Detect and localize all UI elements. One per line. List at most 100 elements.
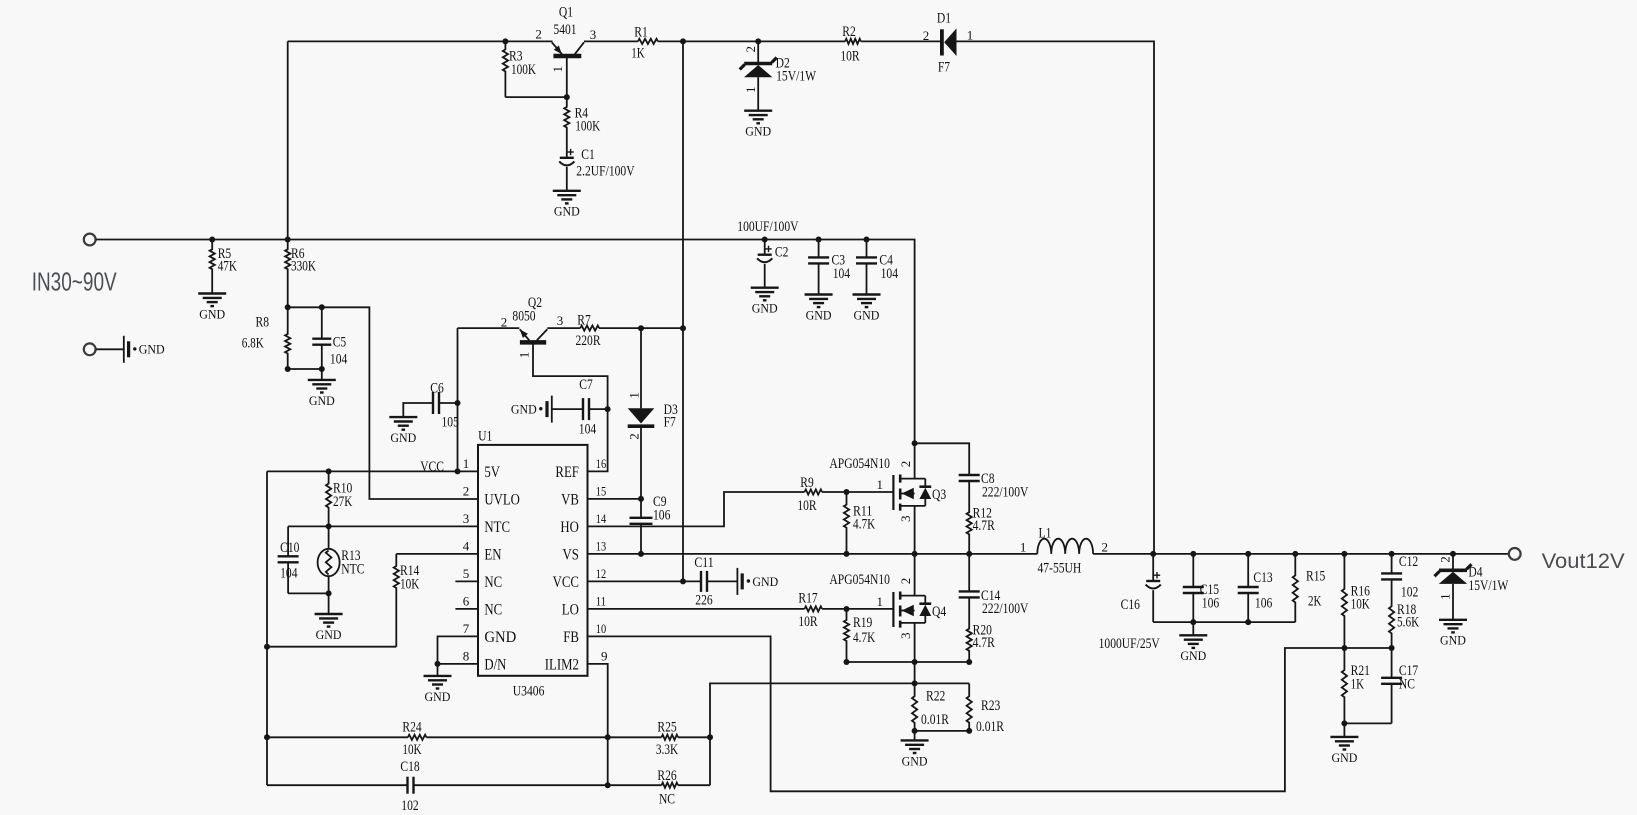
svg-text:2: 2	[1438, 556, 1453, 563]
svg-text:11: 11	[596, 593, 606, 608]
svg-text:GND: GND	[199, 306, 225, 321]
svg-text:GND: GND	[745, 124, 771, 139]
svg-text:3: 3	[557, 313, 564, 328]
svg-text:Q2: Q2	[528, 295, 542, 311]
svg-text:C7: C7	[579, 377, 593, 393]
svg-text:10R: 10R	[840, 48, 860, 64]
svg-text:47K: 47K	[218, 259, 238, 275]
svg-text:R7: R7	[577, 312, 591, 328]
svg-text:100K: 100K	[575, 119, 601, 135]
svg-text:FB: FB	[563, 629, 579, 646]
svg-text:5: 5	[463, 566, 470, 581]
svg-text:6.8K: 6.8K	[242, 336, 265, 352]
svg-text:0.01R: 0.01R	[921, 712, 949, 728]
svg-text:226: 226	[695, 593, 712, 609]
svg-text:R3: R3	[509, 48, 523, 64]
svg-text:1: 1	[1020, 540, 1027, 555]
svg-text:C11: C11	[694, 555, 713, 571]
svg-text:NC: NC	[484, 574, 502, 591]
svg-text:C14: C14	[981, 588, 1001, 604]
svg-text:2.2UF/100V: 2.2UF/100V	[576, 164, 635, 180]
svg-text:GND: GND	[902, 753, 928, 768]
svg-text:105: 105	[442, 414, 459, 430]
svg-text:2: 2	[627, 433, 642, 440]
svg-text:10: 10	[596, 621, 606, 636]
svg-text:8050: 8050	[512, 308, 535, 324]
svg-text:8: 8	[463, 648, 470, 663]
svg-text:VS: VS	[563, 546, 579, 563]
svg-text:3.3K: 3.3K	[656, 742, 679, 758]
svg-text:10K: 10K	[1351, 596, 1371, 612]
svg-text:1: 1	[877, 594, 884, 609]
svg-text:C13: C13	[1253, 570, 1272, 586]
svg-text:APG054N10: APG054N10	[829, 572, 890, 588]
svg-text:GND: GND	[854, 307, 880, 322]
svg-text:3: 3	[898, 516, 913, 523]
svg-text:4.7R: 4.7R	[973, 635, 995, 651]
svg-text:2: 2	[898, 578, 913, 585]
svg-text:1: 1	[743, 86, 758, 93]
svg-text:GND: GND	[752, 301, 778, 316]
svg-text:5.6K: 5.6K	[1397, 615, 1420, 631]
svg-text:R20: R20	[973, 622, 992, 638]
svg-text:GND: GND	[316, 627, 342, 642]
svg-text:27K: 27K	[333, 494, 353, 510]
svg-text:5401: 5401	[553, 22, 576, 38]
svg-text:10K: 10K	[400, 577, 420, 593]
svg-text:1: 1	[463, 456, 470, 471]
svg-text:GND: GND	[484, 629, 516, 646]
svg-text:REF: REF	[555, 464, 579, 481]
svg-text:12: 12	[596, 566, 606, 581]
svg-text:NC: NC	[659, 791, 675, 807]
svg-text:106: 106	[1255, 595, 1272, 611]
svg-text:104: 104	[833, 266, 851, 282]
svg-text:4.7R: 4.7R	[973, 518, 995, 534]
svg-text:R6: R6	[291, 246, 305, 262]
svg-text:R18: R18	[1397, 602, 1416, 618]
svg-text:APG054N10: APG054N10	[829, 456, 890, 472]
svg-text:3: 3	[463, 511, 470, 526]
svg-text:L1: L1	[1039, 525, 1052, 541]
svg-text:2: 2	[463, 483, 470, 498]
svg-text:47-55UH: 47-55UH	[1038, 560, 1082, 576]
svg-text:C2: C2	[775, 245, 789, 261]
svg-text:NC: NC	[484, 601, 502, 618]
svg-text:5V: 5V	[484, 464, 500, 481]
svg-text:C4: C4	[879, 253, 893, 269]
svg-text:1: 1	[516, 352, 531, 359]
svg-text:R22: R22	[926, 689, 945, 705]
svg-text:UVLO: UVLO	[484, 491, 520, 508]
svg-text:VB: VB	[561, 491, 579, 508]
svg-text:D4: D4	[1468, 564, 1483, 580]
svg-text:14: 14	[596, 511, 607, 526]
svg-text:1: 1	[550, 66, 565, 73]
svg-text:2: 2	[1102, 540, 1109, 555]
svg-text:100UF/100V: 100UF/100V	[737, 219, 799, 235]
svg-text:C5: C5	[333, 334, 347, 350]
svg-text:C12: C12	[1399, 554, 1418, 570]
svg-text:EN: EN	[484, 546, 501, 563]
svg-text:F7: F7	[938, 60, 950, 76]
svg-text:GND: GND	[425, 689, 451, 704]
svg-text:1: 1	[967, 27, 974, 42]
svg-text:10K: 10K	[402, 742, 422, 758]
svg-text:3: 3	[898, 633, 913, 640]
svg-text:Q1: Q1	[559, 4, 573, 20]
svg-text:R17: R17	[798, 590, 817, 606]
svg-text:LO: LO	[562, 601, 579, 618]
svg-text:2: 2	[501, 315, 508, 330]
svg-text:R21: R21	[1351, 663, 1370, 679]
svg-text:2: 2	[923, 28, 930, 43]
svg-text:1K: 1K	[631, 45, 645, 61]
svg-text:2: 2	[743, 46, 758, 53]
svg-text:15V/1W: 15V/1W	[776, 68, 816, 84]
svg-text:C3: C3	[832, 253, 846, 269]
svg-text:D1: D1	[937, 11, 951, 27]
svg-text:2K: 2K	[1308, 593, 1322, 609]
svg-text:222/100V: 222/100V	[982, 601, 1029, 617]
svg-text:R14: R14	[400, 563, 420, 579]
svg-text:R25: R25	[657, 719, 676, 735]
svg-text:GND: GND	[1440, 633, 1466, 648]
svg-text:Vout12V: Vout12V	[1542, 550, 1625, 573]
svg-text:104: 104	[881, 266, 899, 282]
